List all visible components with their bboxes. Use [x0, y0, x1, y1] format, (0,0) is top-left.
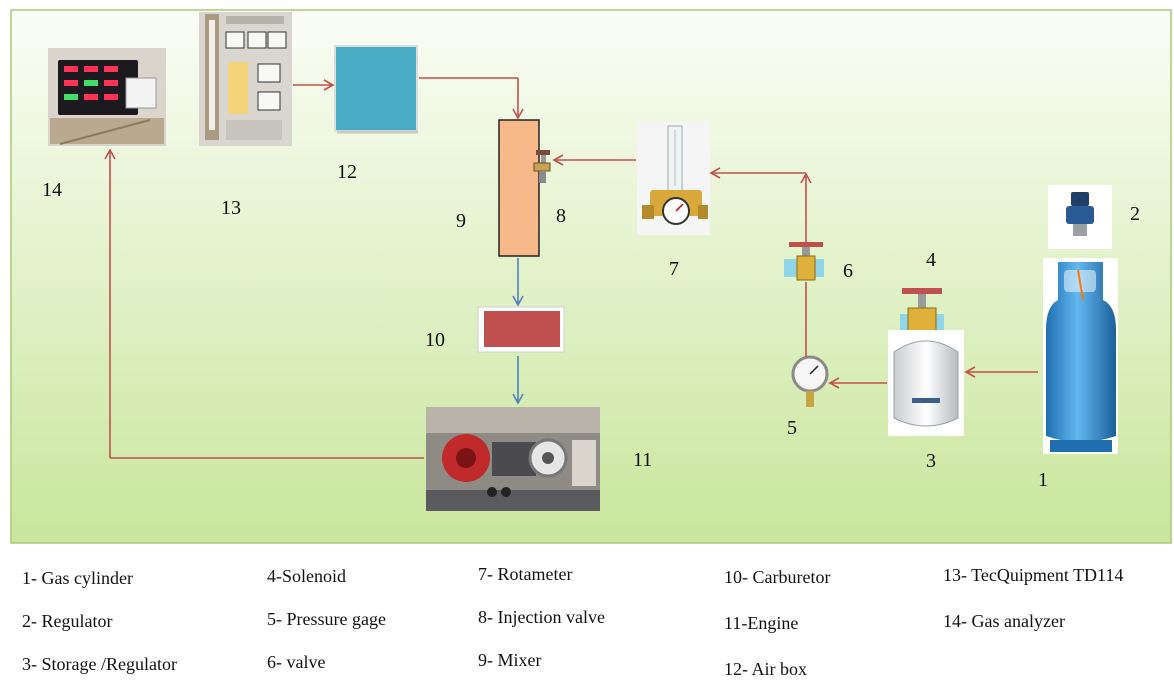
label-11: 11	[633, 449, 652, 471]
rotameter-icon	[637, 121, 710, 235]
legend-item-9: 9- Mixer	[478, 650, 542, 670]
legend-item-13: 13- TecQuipment TD114	[943, 565, 1124, 585]
tecquipment-panel-icon	[199, 12, 292, 146]
legend-item-7: 7- Rotameter	[478, 564, 573, 584]
label-12: 12	[337, 161, 357, 183]
label-9: 9	[456, 210, 466, 232]
label-10: 10	[425, 329, 445, 351]
label-8: 8	[556, 205, 566, 227]
legend-item-5: 5- Pressure gage	[267, 609, 386, 629]
valve-icon	[784, 242, 824, 281]
gas-analyzer-icon	[48, 48, 166, 146]
engine-icon	[426, 407, 600, 511]
label-14: 14	[42, 179, 62, 201]
injection-valve-icon	[533, 150, 551, 183]
legend-item-6: 6- valve	[267, 652, 326, 672]
legend-item-1: 1- Gas cylinder	[22, 568, 133, 588]
carburetor	[484, 311, 560, 347]
legend-item-2: 2- Regulator	[22, 611, 113, 631]
air-box	[334, 45, 418, 132]
legend-item-11: 11-Engine	[724, 613, 799, 633]
legend-item-14: 14- Gas analyzer	[943, 611, 1065, 631]
legend-item-4: 4-Solenoid	[267, 566, 346, 586]
label-5: 5	[787, 417, 797, 439]
label-1: 1	[1038, 469, 1048, 491]
legend-item-12: 12- Air box	[724, 659, 807, 679]
gas-cylinder-icon	[1043, 258, 1118, 454]
label-4: 4	[926, 249, 936, 271]
legend-item-8: 8- Injection valve	[478, 607, 605, 627]
flow-arrows	[104, 77, 1038, 459]
label-6: 6	[843, 260, 853, 282]
label-3: 3	[926, 450, 936, 472]
pressure-gauge-icon	[791, 355, 829, 407]
label-7: 7	[669, 258, 679, 280]
storage-tank-icon	[888, 330, 964, 436]
legend-item-3: 3- Storage /Regulator	[22, 654, 177, 674]
label-13: 13	[221, 197, 241, 219]
label-2: 2	[1130, 203, 1140, 225]
regulator-icon	[1048, 185, 1112, 249]
mixer	[498, 119, 540, 257]
legend-item-10: 10- Carburetor	[724, 567, 831, 587]
system-diagram: 1 2 3 4 5 6 7 8 9 10 11 12 13 14	[10, 9, 1172, 544]
